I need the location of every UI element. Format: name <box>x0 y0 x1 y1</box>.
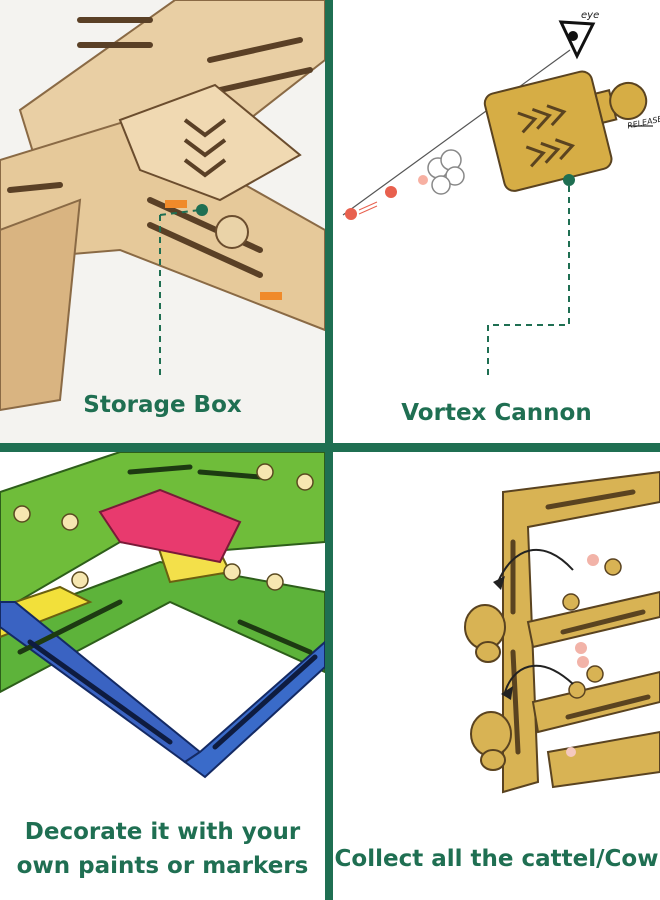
panel-vortex-cannon: eye RELEASE Vortex Cannon <box>333 0 660 443</box>
storage-box-caption: Storage Box <box>83 392 242 418</box>
collect-caption: Collect all the cattel/Cow <box>334 846 659 872</box>
decorate-caption-line-2: own paints or markers <box>16 853 309 879</box>
panel-decorate: Decorate it with your own paints or mark… <box>0 452 325 900</box>
eye-label: eye <box>581 10 600 21</box>
panel-collect: Collect all the cattel/Cow <box>333 452 660 900</box>
decorate-caption-line-1: Decorate it with your <box>24 819 301 845</box>
painted-fence-illustration <box>0 452 325 779</box>
storage-box-illustration <box>0 0 325 412</box>
vortex-cannon-diagram <box>342 20 653 380</box>
panel-storage-box: Storage Box <box>0 0 325 443</box>
vortex-cannon-caption: Vortex Cannon <box>401 400 592 426</box>
cow-collection-illustration <box>464 470 660 794</box>
